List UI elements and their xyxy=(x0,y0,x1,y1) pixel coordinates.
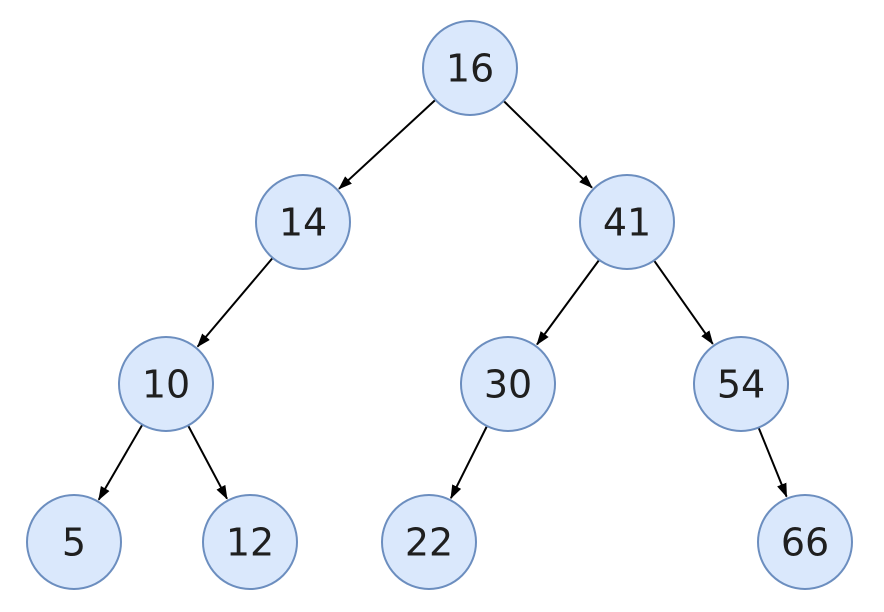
tree-node-12: 12 xyxy=(202,494,298,590)
tree-node-label-5: 5 xyxy=(62,521,86,565)
tree-node-54: 54 xyxy=(693,336,789,432)
tree-edge-54-66 xyxy=(757,427,788,498)
tree-node-circle-12 xyxy=(202,494,298,590)
tree-node-66: 66 xyxy=(757,494,853,590)
tree-node-label-66: 66 xyxy=(781,521,829,565)
tree-node-label-10: 10 xyxy=(142,363,190,407)
tree-node-label-22: 22 xyxy=(405,521,453,565)
tree-edge-30-22 xyxy=(450,425,488,500)
tree-node-label-41: 41 xyxy=(603,201,651,245)
tree-node-circle-14 xyxy=(255,174,351,270)
tree-node-label-30: 30 xyxy=(484,363,532,407)
tree-node-41: 41 xyxy=(579,174,675,270)
tree-node-16: 16 xyxy=(422,20,518,116)
tree-node-14: 14 xyxy=(255,174,351,270)
tree-edge-16-14 xyxy=(338,99,437,190)
tree-edge-10-12 xyxy=(187,425,228,500)
tree-edge-41-30 xyxy=(536,259,601,346)
tree-edge-16-41 xyxy=(502,100,593,189)
tree-node-label-16: 16 xyxy=(446,47,494,91)
tree-node-circle-22 xyxy=(381,494,477,590)
tree-node-circle-5 xyxy=(26,494,122,590)
tree-node-circle-30 xyxy=(460,336,556,432)
tree-edge-14-10 xyxy=(196,257,274,348)
tree-edge-10-5 xyxy=(97,424,144,501)
tree-node-5: 5 xyxy=(26,494,122,590)
tree-node-circle-41 xyxy=(579,174,675,270)
tree-node-circle-16 xyxy=(422,20,518,116)
tree-node-30: 30 xyxy=(460,336,556,432)
tree-node-circle-54 xyxy=(693,336,789,432)
tree-node-22: 22 xyxy=(381,494,477,590)
tree-node-circle-10 xyxy=(118,336,214,432)
tree-node-label-54: 54 xyxy=(717,363,765,407)
tree-node-10: 10 xyxy=(118,336,214,432)
tree-node-label-12: 12 xyxy=(226,521,274,565)
tree-node-label-14: 14 xyxy=(279,201,327,245)
tree-node-circle-66 xyxy=(757,494,853,590)
tree-edge-41-54 xyxy=(653,259,714,345)
